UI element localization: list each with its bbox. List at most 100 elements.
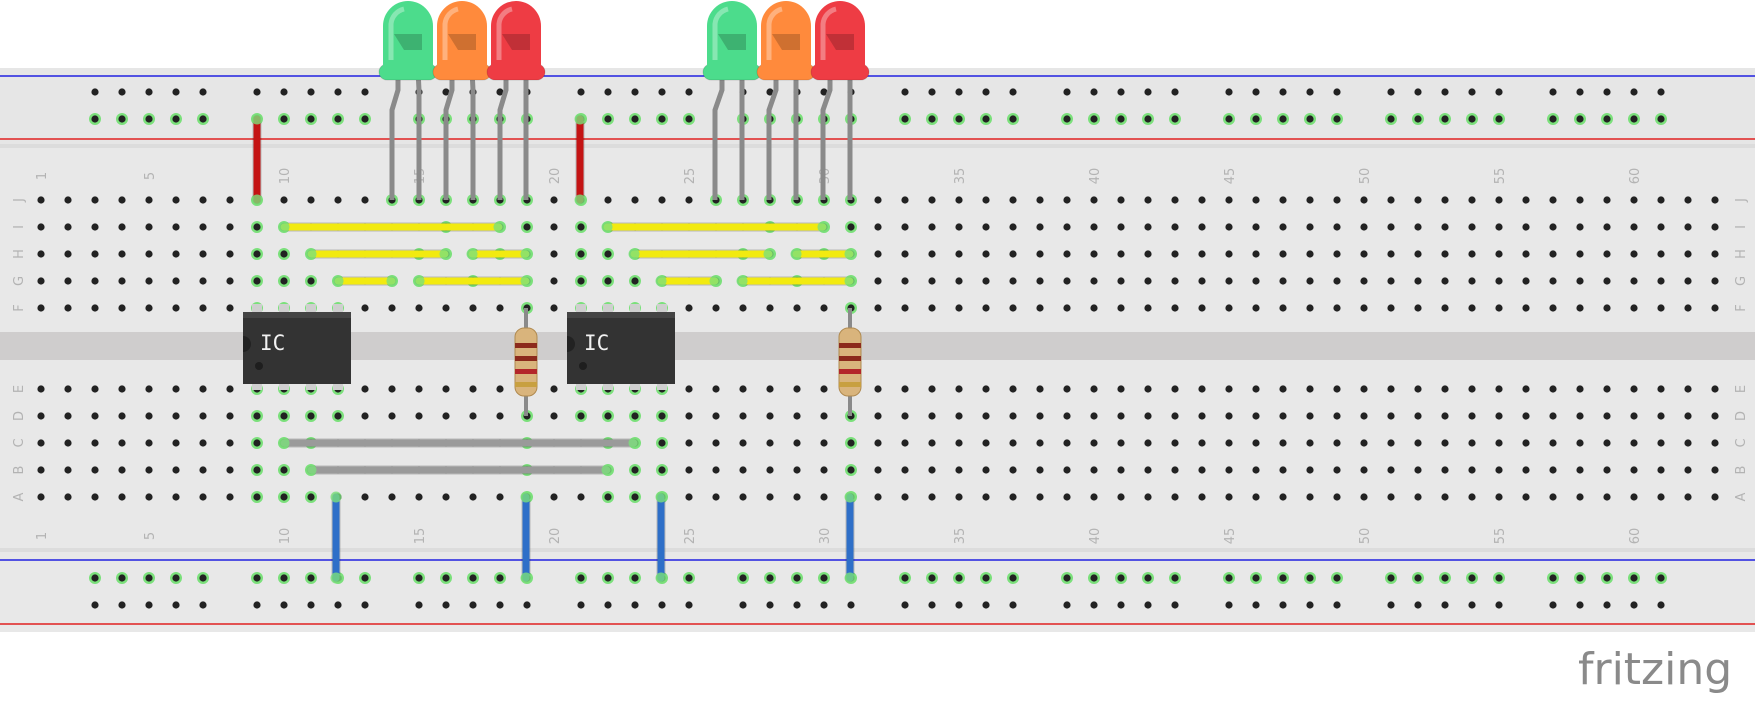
hole	[1495, 250, 1503, 258]
rail-hole	[280, 574, 288, 582]
hole	[739, 466, 747, 474]
rail-hole	[1549, 601, 1557, 609]
row-letter-right: G	[1734, 276, 1749, 286]
hole	[118, 304, 126, 312]
hole	[64, 439, 72, 447]
rail-hole	[1387, 115, 1395, 123]
rail-hole	[280, 88, 288, 96]
top-power-rail	[0, 68, 1755, 144]
hole	[145, 250, 153, 258]
hole	[1711, 385, 1719, 393]
hole	[1117, 304, 1125, 312]
hole	[1117, 250, 1125, 258]
column-number-top: 10	[278, 168, 293, 185]
hole	[226, 304, 234, 312]
hole	[1684, 385, 1692, 393]
rail-hole	[334, 601, 342, 609]
rail-hole	[118, 601, 126, 609]
hole	[1225, 250, 1233, 258]
hole	[1684, 304, 1692, 312]
hole	[1090, 412, 1098, 420]
rail-hole	[631, 115, 639, 123]
hole	[172, 250, 180, 258]
hole	[712, 304, 720, 312]
hole	[1036, 439, 1044, 447]
hole	[631, 412, 639, 420]
hole	[1279, 250, 1287, 258]
hole	[955, 277, 963, 285]
hole	[1198, 196, 1206, 204]
hole	[1198, 277, 1206, 285]
hole	[1657, 196, 1665, 204]
column-number-bottom: 5	[143, 532, 158, 540]
hole	[1495, 466, 1503, 474]
hole	[91, 493, 99, 501]
hole	[1684, 412, 1692, 420]
hole	[631, 493, 639, 501]
hole	[1522, 277, 1530, 285]
hole	[1252, 223, 1260, 231]
hole	[982, 196, 990, 204]
rail-hole	[118, 88, 126, 96]
column-number-bottom: 15	[413, 528, 428, 545]
rail-hole	[1630, 601, 1638, 609]
hole	[685, 493, 693, 501]
rail-hole	[1630, 115, 1638, 123]
led-anvil	[718, 34, 746, 50]
blue-wire-end	[330, 572, 342, 584]
hole	[577, 412, 585, 420]
hole	[1360, 412, 1368, 420]
resistor-band	[839, 382, 861, 387]
hole	[1090, 304, 1098, 312]
hole	[226, 493, 234, 501]
hole	[874, 250, 882, 258]
hole	[1009, 466, 1017, 474]
hole	[955, 493, 963, 501]
hole	[1414, 250, 1422, 258]
column-number-bottom: 45	[1223, 528, 1238, 545]
led-leg-anode	[415, 69, 422, 200]
hole	[766, 466, 774, 474]
led-anvil	[394, 34, 422, 50]
hole	[1441, 304, 1449, 312]
hole	[793, 466, 801, 474]
rail-hole	[901, 601, 909, 609]
hole	[847, 223, 855, 231]
rail-hole	[253, 88, 261, 96]
row-letter-right: F	[1734, 304, 1749, 311]
rail-hole	[604, 574, 612, 582]
rail-hole	[658, 115, 666, 123]
hole	[577, 277, 585, 285]
rail-hole	[415, 574, 423, 582]
hole	[1171, 250, 1179, 258]
rail-hole	[631, 88, 639, 96]
hole	[901, 466, 909, 474]
hole	[1144, 493, 1152, 501]
hole	[820, 304, 828, 312]
ic-chip	[567, 312, 675, 384]
hole	[1414, 223, 1422, 231]
hole	[1360, 304, 1368, 312]
hole	[1225, 439, 1233, 447]
hole	[1252, 385, 1260, 393]
hole	[1225, 412, 1233, 420]
rail-hole	[442, 88, 450, 96]
hole	[928, 439, 936, 447]
rail-hole	[145, 601, 153, 609]
hole	[1171, 277, 1179, 285]
hole	[1549, 493, 1557, 501]
rail-hole	[199, 115, 207, 123]
rail-hole	[1333, 115, 1341, 123]
hole	[1603, 250, 1611, 258]
row-letter-right: E	[1734, 385, 1749, 393]
hole	[1414, 493, 1422, 501]
hole	[793, 493, 801, 501]
yellow-wire-end	[439, 248, 451, 260]
hole	[604, 493, 612, 501]
yellow-wire-end	[520, 248, 532, 260]
rail-hole	[1009, 115, 1017, 123]
hole	[1549, 439, 1557, 447]
rail-hole	[1576, 88, 1584, 96]
